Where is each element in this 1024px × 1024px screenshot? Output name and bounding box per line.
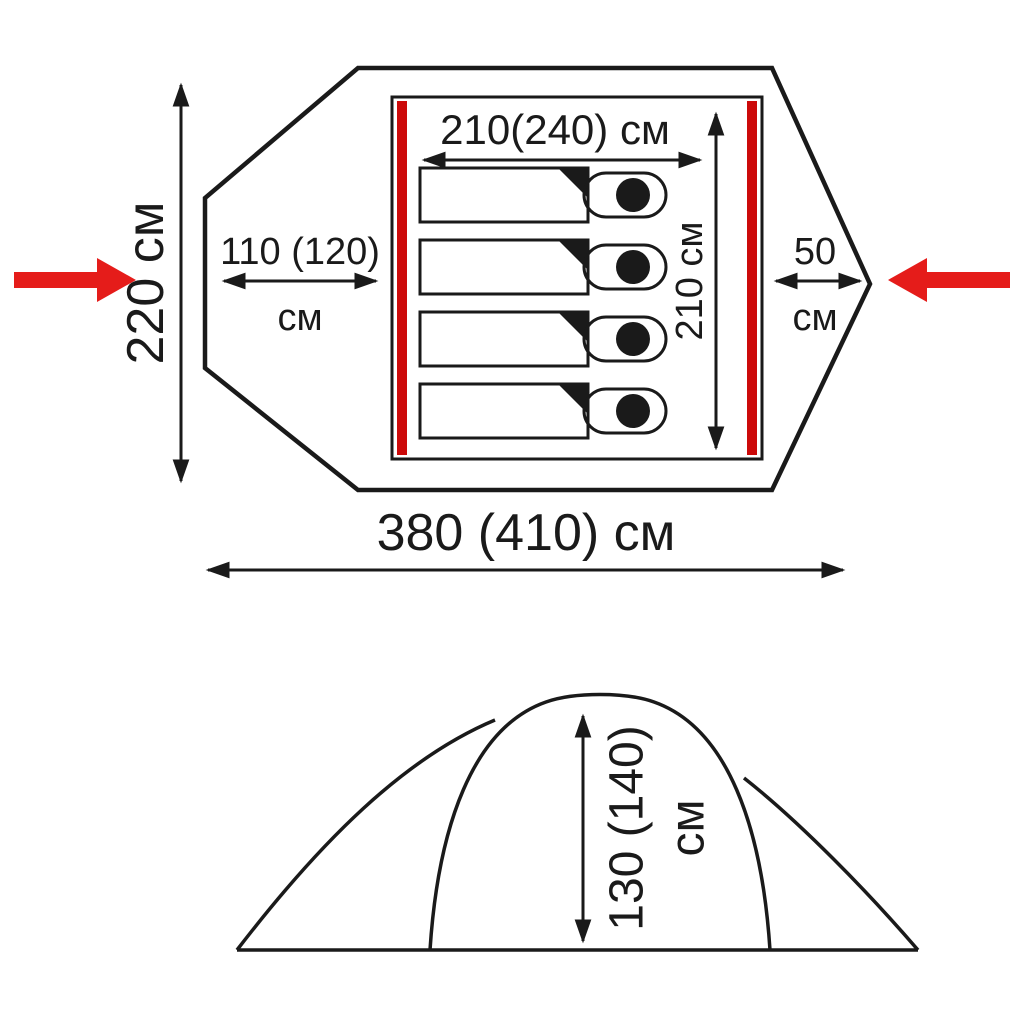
dim-left-vestibule: 110 (120) см [220, 231, 380, 339]
fly-right-slope [742, 776, 920, 952]
dome-arch [428, 692, 772, 951]
red-pole-right [747, 101, 757, 455]
sleeping-bag-hood [582, 315, 668, 363]
entrance-arrow-left-icon [14, 258, 136, 302]
sleeping-mat [418, 310, 590, 368]
dim-label-height: 130 (140) [601, 725, 654, 930]
dim-label-left-vestibule: 110 (120) [220, 231, 380, 273]
sleeping-mat [418, 166, 590, 224]
dim-overall-width: 220 см [117, 82, 190, 484]
dim-unit-right-vestibule: см [792, 297, 837, 339]
sleeping-place-4 [418, 382, 668, 440]
sleeping-bag-hood [582, 171, 668, 219]
mat-fold-corner [558, 384, 588, 414]
sleeping-bag-hood [582, 243, 668, 291]
sleeper-head-dot [616, 178, 650, 212]
sleeper-head-dot [616, 250, 650, 284]
dim-right-vestibule: 50 см [773, 231, 863, 339]
sleeping-mat [418, 382, 590, 440]
dim-inner-depth: 210 см [669, 111, 725, 451]
dim-unit-height: см [662, 800, 715, 857]
dim-inner-width: 210(240) см [421, 106, 703, 169]
dim-height: 130 (140) см [574, 713, 715, 944]
red-pole-left [397, 101, 407, 455]
sleeping-bag-hood [582, 387, 668, 435]
mat-fold-corner [558, 312, 588, 342]
sleeping-place-1 [418, 166, 668, 224]
dim-unit-left-vestibule: см [277, 297, 322, 339]
sleeping-place-2 [418, 238, 668, 296]
sleeping-place-3 [418, 310, 668, 368]
mat-fold-corner [558, 240, 588, 270]
sleeper-head-dot [616, 394, 650, 428]
dim-label-inner-width: 210(240) см [440, 106, 670, 153]
side-view: 130 (140) см [235, 692, 920, 952]
dim-label-right-vestibule: 50 [794, 231, 836, 273]
mat-fold-corner [558, 168, 588, 198]
top-view: 210(240) см 210 см 110 (120) см 50 см 22… [14, 65, 1010, 579]
dim-label-overall-length: 380 (410) см [377, 504, 676, 562]
fly-left-slope [235, 718, 496, 952]
tent-outline [202, 65, 873, 493]
sleeping-mat [418, 238, 590, 296]
sleeper-head-dot [616, 322, 650, 356]
inner-tent-floor [390, 95, 764, 461]
entrance-arrow-right-icon [888, 258, 1010, 302]
dim-label-inner-depth: 210 см [669, 221, 711, 340]
dim-overall-length: 380 (410) см [205, 504, 846, 579]
